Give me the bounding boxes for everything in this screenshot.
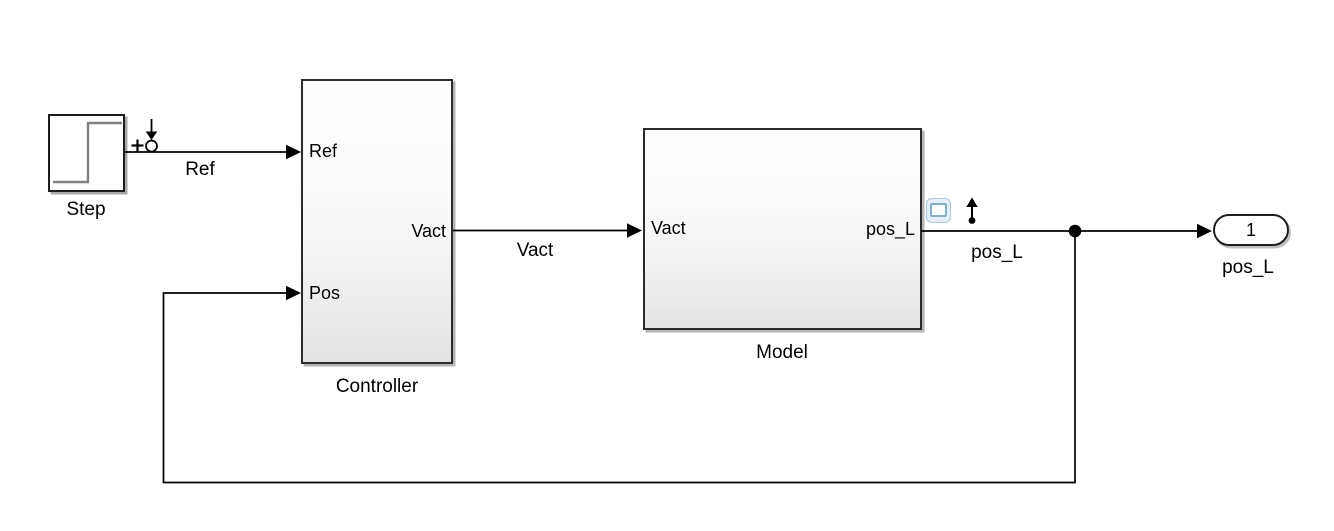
signal-label-vact[interactable]: Vact (516, 240, 554, 261)
model-port-pos-l: pos_L (865, 219, 915, 239)
model-port-vact: Vact (651, 218, 686, 238)
controller-port-pos: Pos (309, 283, 341, 303)
arrowhead (286, 285, 301, 301)
outport-label[interactable]: pos_L (1222, 257, 1274, 278)
wire-vact[interactable] (453, 223, 642, 238)
model-subsystem-block[interactable]: Vact pos_L (643, 128, 922, 330)
controller-subsystem-block[interactable]: Ref Vact Pos (301, 79, 453, 364)
signal-label-ref[interactable]: Ref (185, 159, 215, 180)
wire-feedback[interactable] (162, 231, 1076, 484)
scope-viewer-badge-icon[interactable] (926, 198, 951, 223)
arrowhead (627, 223, 642, 238)
controller-block-label[interactable]: Controller (335, 376, 419, 397)
controller-port-ref: Ref (309, 141, 338, 161)
wire-pos-l[interactable] (921, 223, 1212, 239)
arrowhead (1197, 223, 1212, 239)
step-waveform-icon (53, 121, 122, 184)
viewer-badge-screen (930, 203, 947, 217)
controller-port-vact: Vact (411, 221, 446, 241)
outport-block[interactable]: 1 (1213, 214, 1289, 246)
signal-label-pos-l[interactable]: pos_L (971, 242, 1023, 263)
model-block-label[interactable]: Model (756, 342, 808, 363)
arrowhead (286, 144, 301, 160)
outport-number: 1 (1245, 220, 1256, 240)
step-block[interactable] (48, 114, 125, 192)
output-measurement-icon[interactable] (966, 197, 978, 224)
step-block-label[interactable]: Step (66, 199, 106, 220)
linearization-input-icon[interactable] (131, 119, 158, 153)
